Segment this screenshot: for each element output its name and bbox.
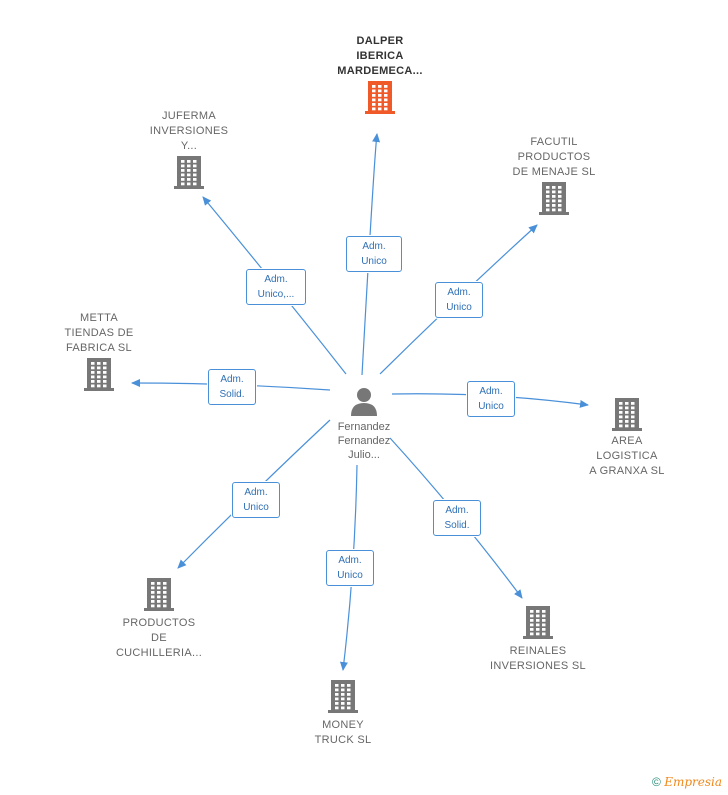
person-icon xyxy=(351,388,377,416)
node-juferma[interactable]: JUFERMA INVERSIONES Y... xyxy=(130,109,248,190)
building-icon xyxy=(539,182,569,215)
node-dalper[interactable]: DALPER IBERICA MARDEMECA... xyxy=(320,34,440,115)
building-icon xyxy=(328,680,358,713)
node-label: MONEY TRUCK SL xyxy=(314,719,372,746)
center-person[interactable]: Fernandez Fernandez Julio... xyxy=(320,386,408,462)
node-label: DALPER IBERICA MARDEMECA... xyxy=(337,35,423,77)
edge-label-money[interactable]: Adm. Unico xyxy=(326,550,374,586)
building-icon xyxy=(612,398,642,431)
building-icon xyxy=(84,358,114,391)
node-label: FACUTIL PRODUCTOS DE MENAJE SL xyxy=(512,136,596,178)
node-productos[interactable]: PRODUCTOS DE CUCHILLERIA... xyxy=(100,576,218,661)
building-icon xyxy=(523,606,553,639)
person-name: Fernandez Fernandez Julio... xyxy=(337,421,391,461)
edge-label-facutil[interactable]: Adm. Unico xyxy=(435,282,483,318)
brand-logo: Empresia xyxy=(664,775,722,789)
building-icon xyxy=(365,81,395,114)
node-area[interactable]: AREA LOGISTICA A GRANXA SL xyxy=(568,396,686,479)
edge-label-productos[interactable]: Adm. Unico xyxy=(232,482,280,518)
copyright-icon: © xyxy=(652,775,661,789)
edge-label-reinales[interactable]: Adm. Solid. xyxy=(433,500,481,536)
edge-label-dalper[interactable]: Adm. Unico xyxy=(346,236,402,272)
building-icon xyxy=(144,578,174,611)
node-reinales[interactable]: REINALES INVERSIONES SL xyxy=(476,604,600,674)
node-label: METTA TIENDAS DE FABRICA SL xyxy=(64,312,134,354)
node-money[interactable]: MONEY TRUCK SL xyxy=(284,678,402,748)
building-icon xyxy=(174,156,204,189)
node-label: PRODUCTOS DE CUCHILLERIA... xyxy=(115,617,203,659)
edge-label-metta[interactable]: Adm. Solid. xyxy=(208,369,256,405)
edge-label-juferma[interactable]: Adm. Unico,... xyxy=(246,269,306,305)
node-label: REINALES INVERSIONES SL xyxy=(490,645,586,672)
node-label: AREA LOGISTICA A GRANXA SL xyxy=(589,435,665,477)
node-label: JUFERMA INVERSIONES Y... xyxy=(149,110,229,152)
edge-label-area[interactable]: Adm. Unico xyxy=(467,381,515,417)
node-metta[interactable]: METTA TIENDAS DE FABRICA SL xyxy=(40,311,158,392)
footer-brand[interactable]: © Empresia xyxy=(652,775,722,789)
node-facutil[interactable]: FACUTIL PRODUCTOS DE MENAJE SL xyxy=(494,135,614,216)
edge-line-dalper xyxy=(361,133,381,376)
